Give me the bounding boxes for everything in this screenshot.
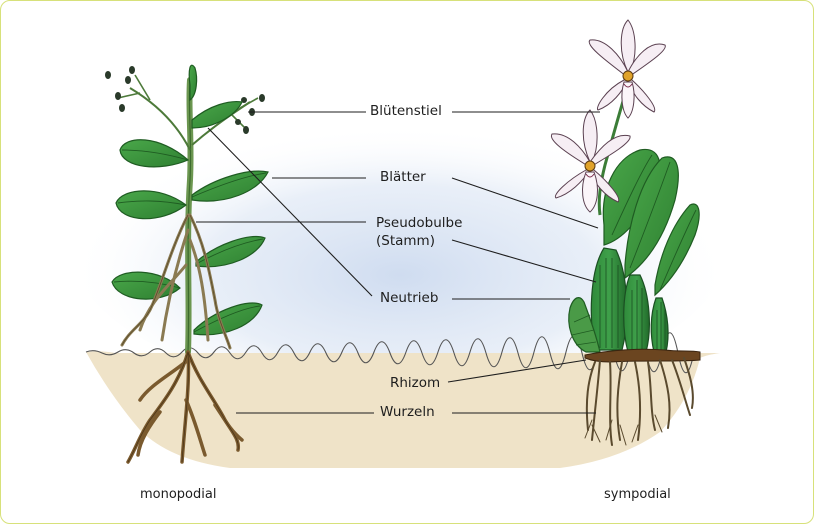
caption-monopodial: monopodial [140, 487, 216, 502]
label-stamm: (Stamm) [376, 233, 435, 250]
caption-sympodial: sympodial [604, 487, 671, 502]
label-rhizom: Rhizom [390, 375, 440, 392]
label-neutrieb: Neutrieb [380, 290, 438, 307]
label-wurzeln: Wurzeln [380, 404, 435, 421]
flower-upper [589, 20, 665, 118]
label-bluetenstiel: Blütenstiel [370, 103, 442, 120]
label-blaetter: Blätter [380, 169, 426, 186]
label-pseudobulbe: Pseudobulbe [376, 215, 462, 232]
